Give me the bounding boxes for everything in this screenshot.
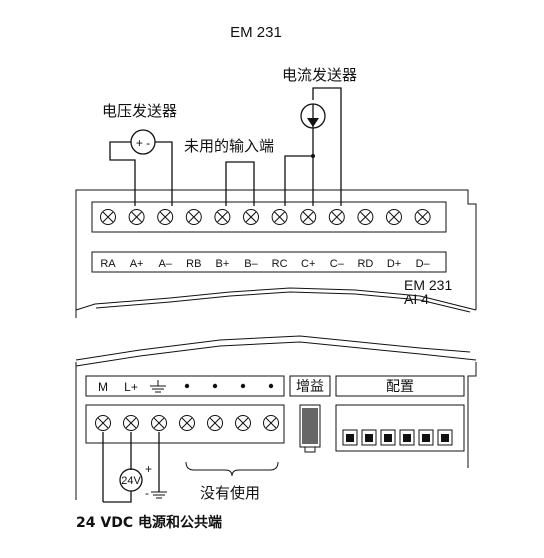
terminal-screw-10 <box>357 209 374 225</box>
dip-switch-knob-6 <box>441 434 449 442</box>
top-terminal-block <box>91 201 447 233</box>
bottom-module-break-edge <box>75 341 477 367</box>
bottom-module: M L+ 增益 配置 <box>75 335 477 500</box>
power-caption: 24 VDC 电源和公共端 <box>76 514 222 531</box>
gain-label-box <box>289 375 331 397</box>
diagram-title: EM 231 <box>230 24 282 41</box>
bottom-screw-group <box>95 415 279 431</box>
current-source-arrow-head <box>307 118 319 127</box>
terminal-screw-7 <box>271 209 288 225</box>
terminal-label-2: A+ <box>130 258 144 270</box>
top-terminal-label-group: RA A+ A– RB B+ B– RC C+ C– RD D+ D– <box>100 258 430 270</box>
voltage-source-polarity: + - <box>136 136 150 150</box>
wire-supply-minus <box>103 491 132 503</box>
config-label-box <box>335 375 465 397</box>
bottom-terminal-screw-5 <box>207 415 223 431</box>
bottom-terminal-screw-6 <box>235 415 251 431</box>
terminal-screw-6 <box>243 209 259 225</box>
terminal-label-3: A– <box>158 258 172 270</box>
wire-current-loop <box>312 87 342 206</box>
gain-slot <box>299 404 321 448</box>
terminal-label-8: C+ <box>301 258 315 270</box>
terminal-label-1: RA <box>100 258 116 270</box>
power-label-lplus: L+ <box>124 380 138 394</box>
dip-switch-knob-4 <box>403 434 411 442</box>
top-module-housing <box>75 189 477 318</box>
wire-current-rc <box>284 155 313 206</box>
unused-dot-4 <box>268 383 274 389</box>
power-supply: 24V + - 没有使用 <box>102 432 279 503</box>
current-transmitter: 电流发送器 <box>282 66 357 206</box>
unused-dot-2 <box>212 383 218 389</box>
dip-switch-knob-2 <box>365 434 373 442</box>
bottom-label-strip <box>85 375 285 397</box>
bottom-terminal-screw-2 <box>123 415 139 431</box>
terminal-screw-4 <box>185 209 202 225</box>
voltage-transmitter-label: 电压发送器 <box>102 102 177 120</box>
terminal-screw-9 <box>328 209 345 225</box>
unused-terminal-dots <box>184 383 274 389</box>
supply-plus-sign: + <box>145 462 152 476</box>
terminal-screw-1 <box>100 209 116 225</box>
top-module-break-edge <box>75 287 477 311</box>
top-module: RA A+ A– RB B+ B– RC C+ C– RD D+ D– EM 231 AI 4 <box>75 189 477 318</box>
bottom-module-break-edge-inner <box>75 335 471 361</box>
top-module-break-edge-inner <box>95 291 471 313</box>
terminal-label-4: RB <box>186 258 201 270</box>
terminal-screw-3 <box>157 209 174 225</box>
bottom-terminal-screw-3 <box>151 415 167 431</box>
supply-minus-sign: - <box>145 486 149 500</box>
terminal-label-6: B– <box>244 258 258 270</box>
terminal-screw-2 <box>128 209 145 225</box>
ground-symbol-label <box>150 380 166 393</box>
unused-terminals-brace <box>185 461 279 477</box>
wire-voltage-minus <box>155 141 173 206</box>
bottom-terminal-screw-7 <box>263 415 279 431</box>
terminal-screw-12 <box>414 209 431 225</box>
power-label-m: M <box>98 380 108 394</box>
earth-ground-icon <box>151 491 167 499</box>
config-dip-switches <box>342 429 453 446</box>
terminal-label-7: RC <box>272 258 288 270</box>
unused-dot-3 <box>240 383 246 389</box>
bottom-terminal-screw-1 <box>95 415 111 431</box>
unused-inputs: 未用的输入端 <box>184 137 274 206</box>
config-switch-housing <box>335 404 465 452</box>
gain-potentiometer[interactable] <box>302 408 318 444</box>
voltage-transmitter: 电压发送器 + - <box>102 102 177 206</box>
top-label-strip <box>91 251 447 273</box>
not-used-label: 没有使用 <box>200 484 260 502</box>
wire-voltage-plus <box>109 141 136 206</box>
terminal-screw-5 <box>214 209 231 225</box>
top-screw-group <box>100 209 431 225</box>
model-sublabel: AI 4 <box>404 291 429 307</box>
unused-dot-1 <box>184 383 190 389</box>
terminal-label-11: D+ <box>387 258 401 270</box>
terminal-label-9: C– <box>330 258 345 270</box>
dip-switch-knob-3 <box>384 434 392 442</box>
terminal-label-12: D– <box>416 258 431 270</box>
bottom-terminal-block <box>85 404 285 444</box>
terminal-label-10: RD <box>357 258 373 270</box>
gain-pot-foot <box>304 447 316 453</box>
terminal-screw-11 <box>386 209 402 225</box>
bottom-terminal-screw-4 <box>179 415 195 431</box>
terminal-label-5: B+ <box>216 258 230 270</box>
model-label: EM 231 <box>404 277 452 293</box>
supply-voltage-label: 24V <box>121 475 141 487</box>
current-transmitter-label: 电流发送器 <box>282 66 357 84</box>
gain-label: 增益 <box>296 379 324 395</box>
wire-unused-short <box>225 161 255 206</box>
config-label: 配置 <box>386 379 414 395</box>
unused-inputs-label: 未用的输入端 <box>184 137 274 155</box>
dip-switch-knob-5 <box>422 434 430 442</box>
terminal-screw-8 <box>300 209 317 225</box>
bottom-module-right-edge <box>467 362 477 468</box>
dip-switch-knob-1 <box>346 434 354 442</box>
